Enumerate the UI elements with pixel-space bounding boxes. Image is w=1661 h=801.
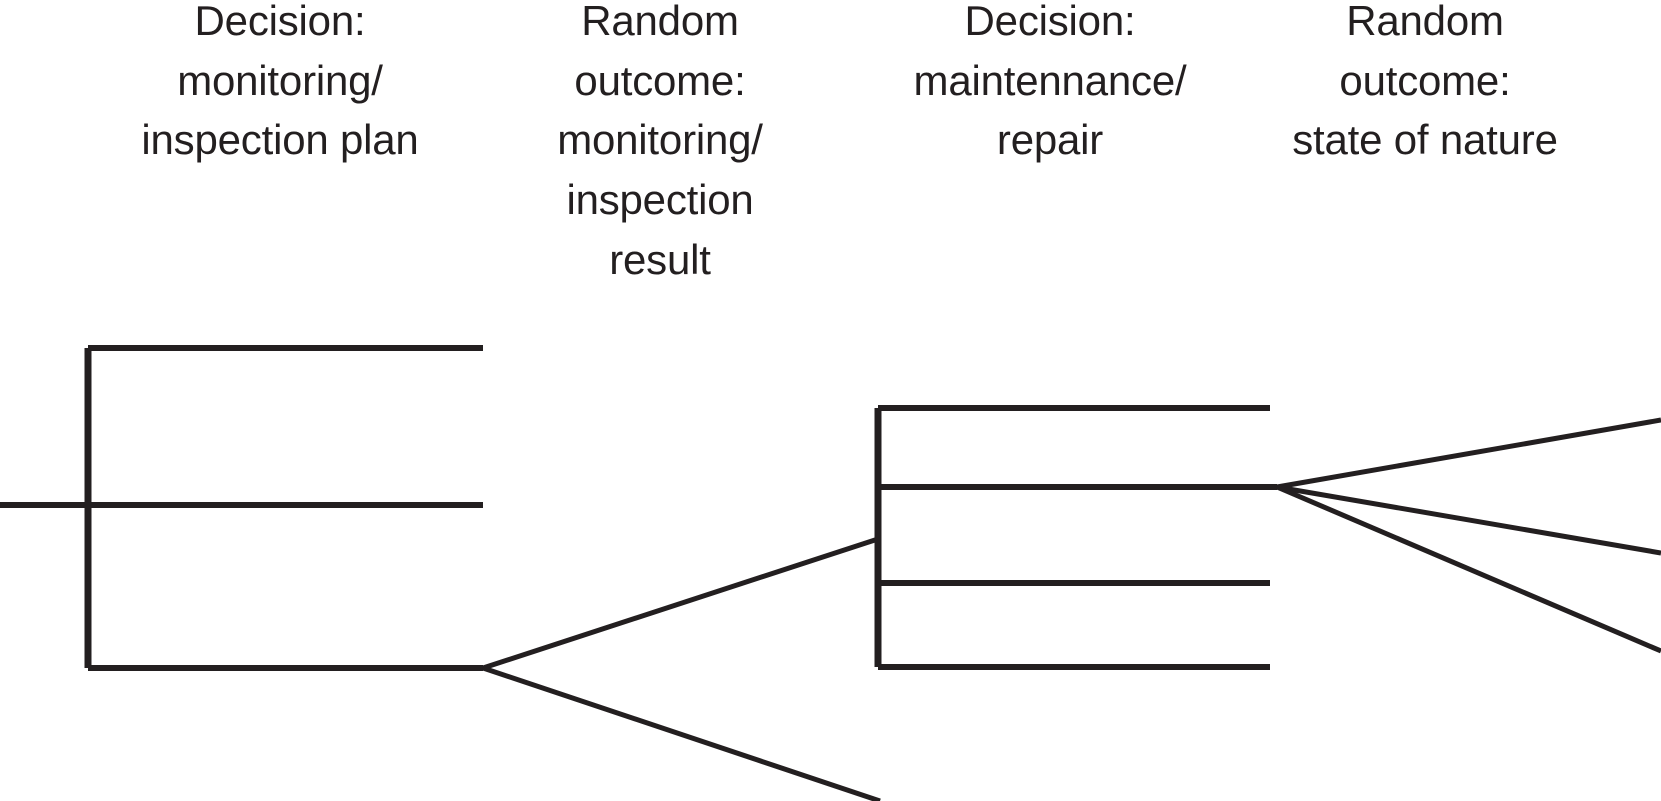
column-header-decision-maintennance-repair: Decision: maintennance/ repair — [913, 0, 1187, 164]
tree-edge-chance1-branch-up — [482, 536, 879, 671]
tree-edge-chance2-branch-up — [1276, 417, 1661, 490]
tree-edge-group — [0, 345, 1661, 801]
column-header-decision-monitoring-inspection-plan: Decision: monitoring/ inspection plan — [141, 0, 419, 164]
tree-edge-chance1-branch-down — [482, 665, 881, 801]
column-header-random-outcome-state-of-nature: Random outcome: state of nature — [1292, 0, 1558, 164]
tree-edge-chance2-branch-mid — [1276, 484, 1661, 556]
tree-edge-chance2-branch-down — [1276, 484, 1661, 654]
column-header-random-outcome-monitoring-inspection-result: Random outcome: monitoring/ inspection r… — [557, 0, 763, 283]
